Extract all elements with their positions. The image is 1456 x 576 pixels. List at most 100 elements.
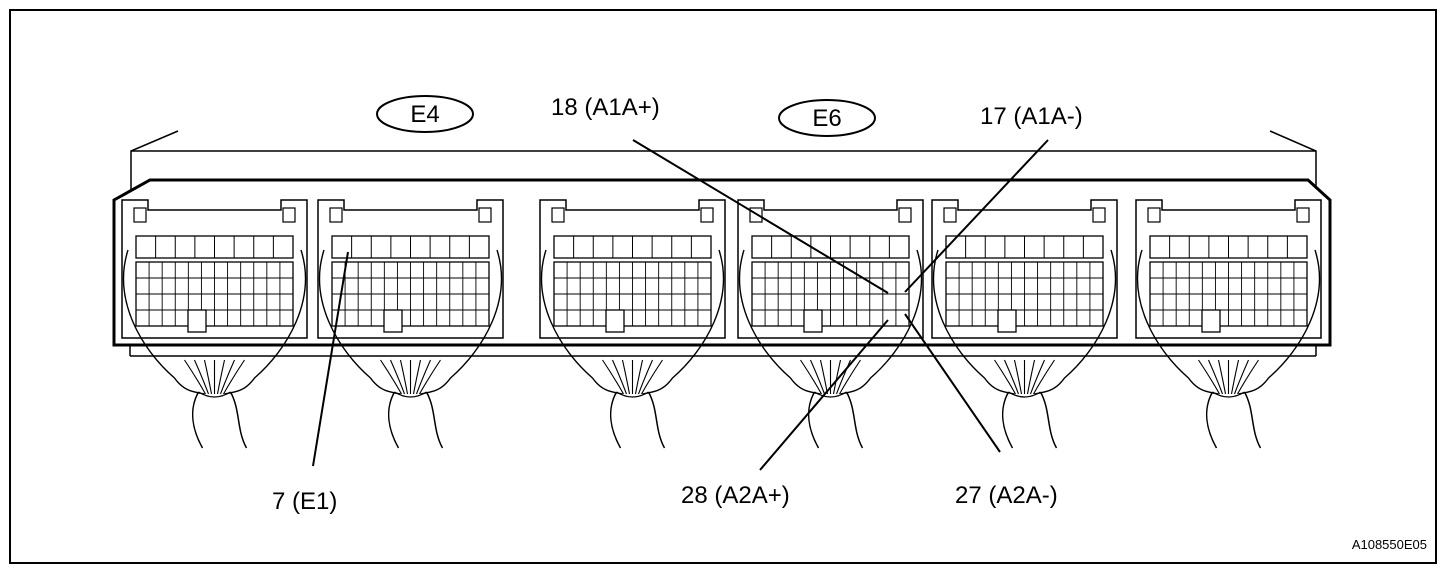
harness-loop-left — [1137, 249, 1219, 395]
harness-bundle-left — [609, 391, 622, 449]
leader-line-27 — [904, 313, 1001, 453]
harness-bundle-right — [845, 391, 864, 449]
block-tab-right — [282, 207, 296, 223]
leader-line-17 — [904, 139, 1049, 293]
callout-pin-18: 18 (A1A+) — [551, 94, 660, 121]
block-outline — [931, 199, 1118, 339]
connector-blocks — [121, 199, 1322, 339]
harness-wire — [203, 359, 213, 395]
connector-block-2 — [317, 199, 504, 339]
block-outline — [1135, 199, 1322, 339]
block-outline — [317, 199, 504, 339]
figure-code: A108550E05 — [1352, 537, 1427, 552]
connector-tag-e4: E4 — [376, 95, 474, 133]
harness-bundle-cap — [1212, 391, 1245, 398]
harness-wire — [1233, 359, 1250, 395]
leader-line-7 — [312, 251, 349, 467]
harness-loop-right — [1034, 249, 1116, 395]
harness-wire — [800, 359, 822, 395]
harness-wire — [832, 359, 842, 395]
harness-loop-left — [319, 249, 401, 395]
block-tab-right — [700, 207, 714, 223]
harness-wire — [223, 359, 245, 395]
harness-wire — [184, 359, 206, 395]
harness-wire — [219, 359, 236, 395]
harness-wire — [621, 359, 631, 395]
wire-harness-6 — [1137, 249, 1320, 449]
harness-bundle-left — [807, 391, 820, 449]
block-tab-left — [133, 207, 147, 223]
harness-wire — [1230, 359, 1240, 395]
harness-wire — [1207, 359, 1224, 395]
harness-bundle-left — [387, 391, 400, 449]
harness-wire — [839, 359, 861, 395]
block-tab-right — [898, 207, 912, 223]
callout-pin-27: 27 (A2A-) — [955, 482, 1058, 509]
harness-bundle-right — [647, 391, 666, 449]
harness-bundle-right — [1243, 391, 1262, 449]
harness-wire — [419, 359, 441, 395]
harness-wire — [994, 359, 1016, 395]
wire-harness-1 — [123, 249, 306, 449]
block-tab-left — [943, 207, 957, 223]
connector-tag-e4-text: E4 — [410, 101, 439, 128]
block-key-notch — [803, 309, 823, 333]
harness-loop-left — [933, 249, 1015, 395]
connector-housing — [112, 178, 1332, 347]
harness-loop-right — [1238, 249, 1320, 395]
wire-harnesses — [123, 249, 1320, 449]
block-key-notch — [605, 309, 625, 333]
harness-bundle-left — [191, 391, 204, 449]
harness-wire — [1003, 359, 1020, 395]
harness-wire — [819, 359, 829, 395]
harness-bundle-cap — [1008, 391, 1041, 398]
harness-bundle-right — [425, 391, 444, 449]
leader-line-28 — [759, 319, 889, 471]
block-key-notch — [383, 309, 403, 333]
wire-harness-2 — [319, 249, 502, 449]
block-outline — [539, 199, 726, 339]
harness-loop-right — [642, 249, 724, 395]
harness-wire — [637, 359, 654, 395]
harness-wire — [1237, 359, 1259, 395]
wire-harness-4 — [739, 249, 922, 449]
harness-loop-right — [420, 249, 502, 395]
connector-block-4 — [737, 199, 924, 339]
harness-wire — [641, 359, 663, 395]
harness-loop-left — [541, 249, 623, 395]
harness-wire — [389, 359, 406, 395]
harness-wire — [1029, 359, 1046, 395]
harness-bundle-right — [1039, 391, 1058, 449]
connector-block-1 — [121, 199, 308, 339]
connector-block-6 — [1135, 199, 1322, 339]
connector-bracket-right — [1269, 130, 1317, 189]
block-tab-right — [1296, 207, 1310, 223]
harness-bundle-cap — [198, 391, 231, 398]
harness-loop-left — [739, 249, 821, 395]
block-tab-left — [329, 207, 343, 223]
connector-tag-e6: E6 — [778, 99, 876, 137]
block-outline — [121, 199, 308, 339]
harness-bundle-cap — [616, 391, 649, 398]
block-key-notch — [997, 309, 1017, 333]
figure-border — [9, 9, 1437, 564]
block-key-notch — [187, 309, 207, 333]
connector-tag-e6-text: E6 — [812, 105, 841, 132]
harness-wire — [611, 359, 628, 395]
harness-loop-right — [224, 249, 306, 395]
harness-bundle-left — [1205, 391, 1218, 449]
harness-wire — [835, 359, 852, 395]
block-key-notch — [1201, 309, 1221, 333]
block-tab-right — [1092, 207, 1106, 223]
harness-bundle-right — [229, 391, 248, 449]
harness-bundle-left — [1001, 391, 1014, 449]
block-tab-left — [551, 207, 565, 223]
wire-harness-3 — [541, 249, 724, 449]
harness-loop-left — [123, 249, 205, 395]
block-tab-right — [478, 207, 492, 223]
harness-wire — [412, 359, 422, 395]
callout-pin-17: 17 (A1A-) — [980, 103, 1083, 130]
block-tab-left — [1147, 207, 1161, 223]
harness-wire — [1013, 359, 1023, 395]
